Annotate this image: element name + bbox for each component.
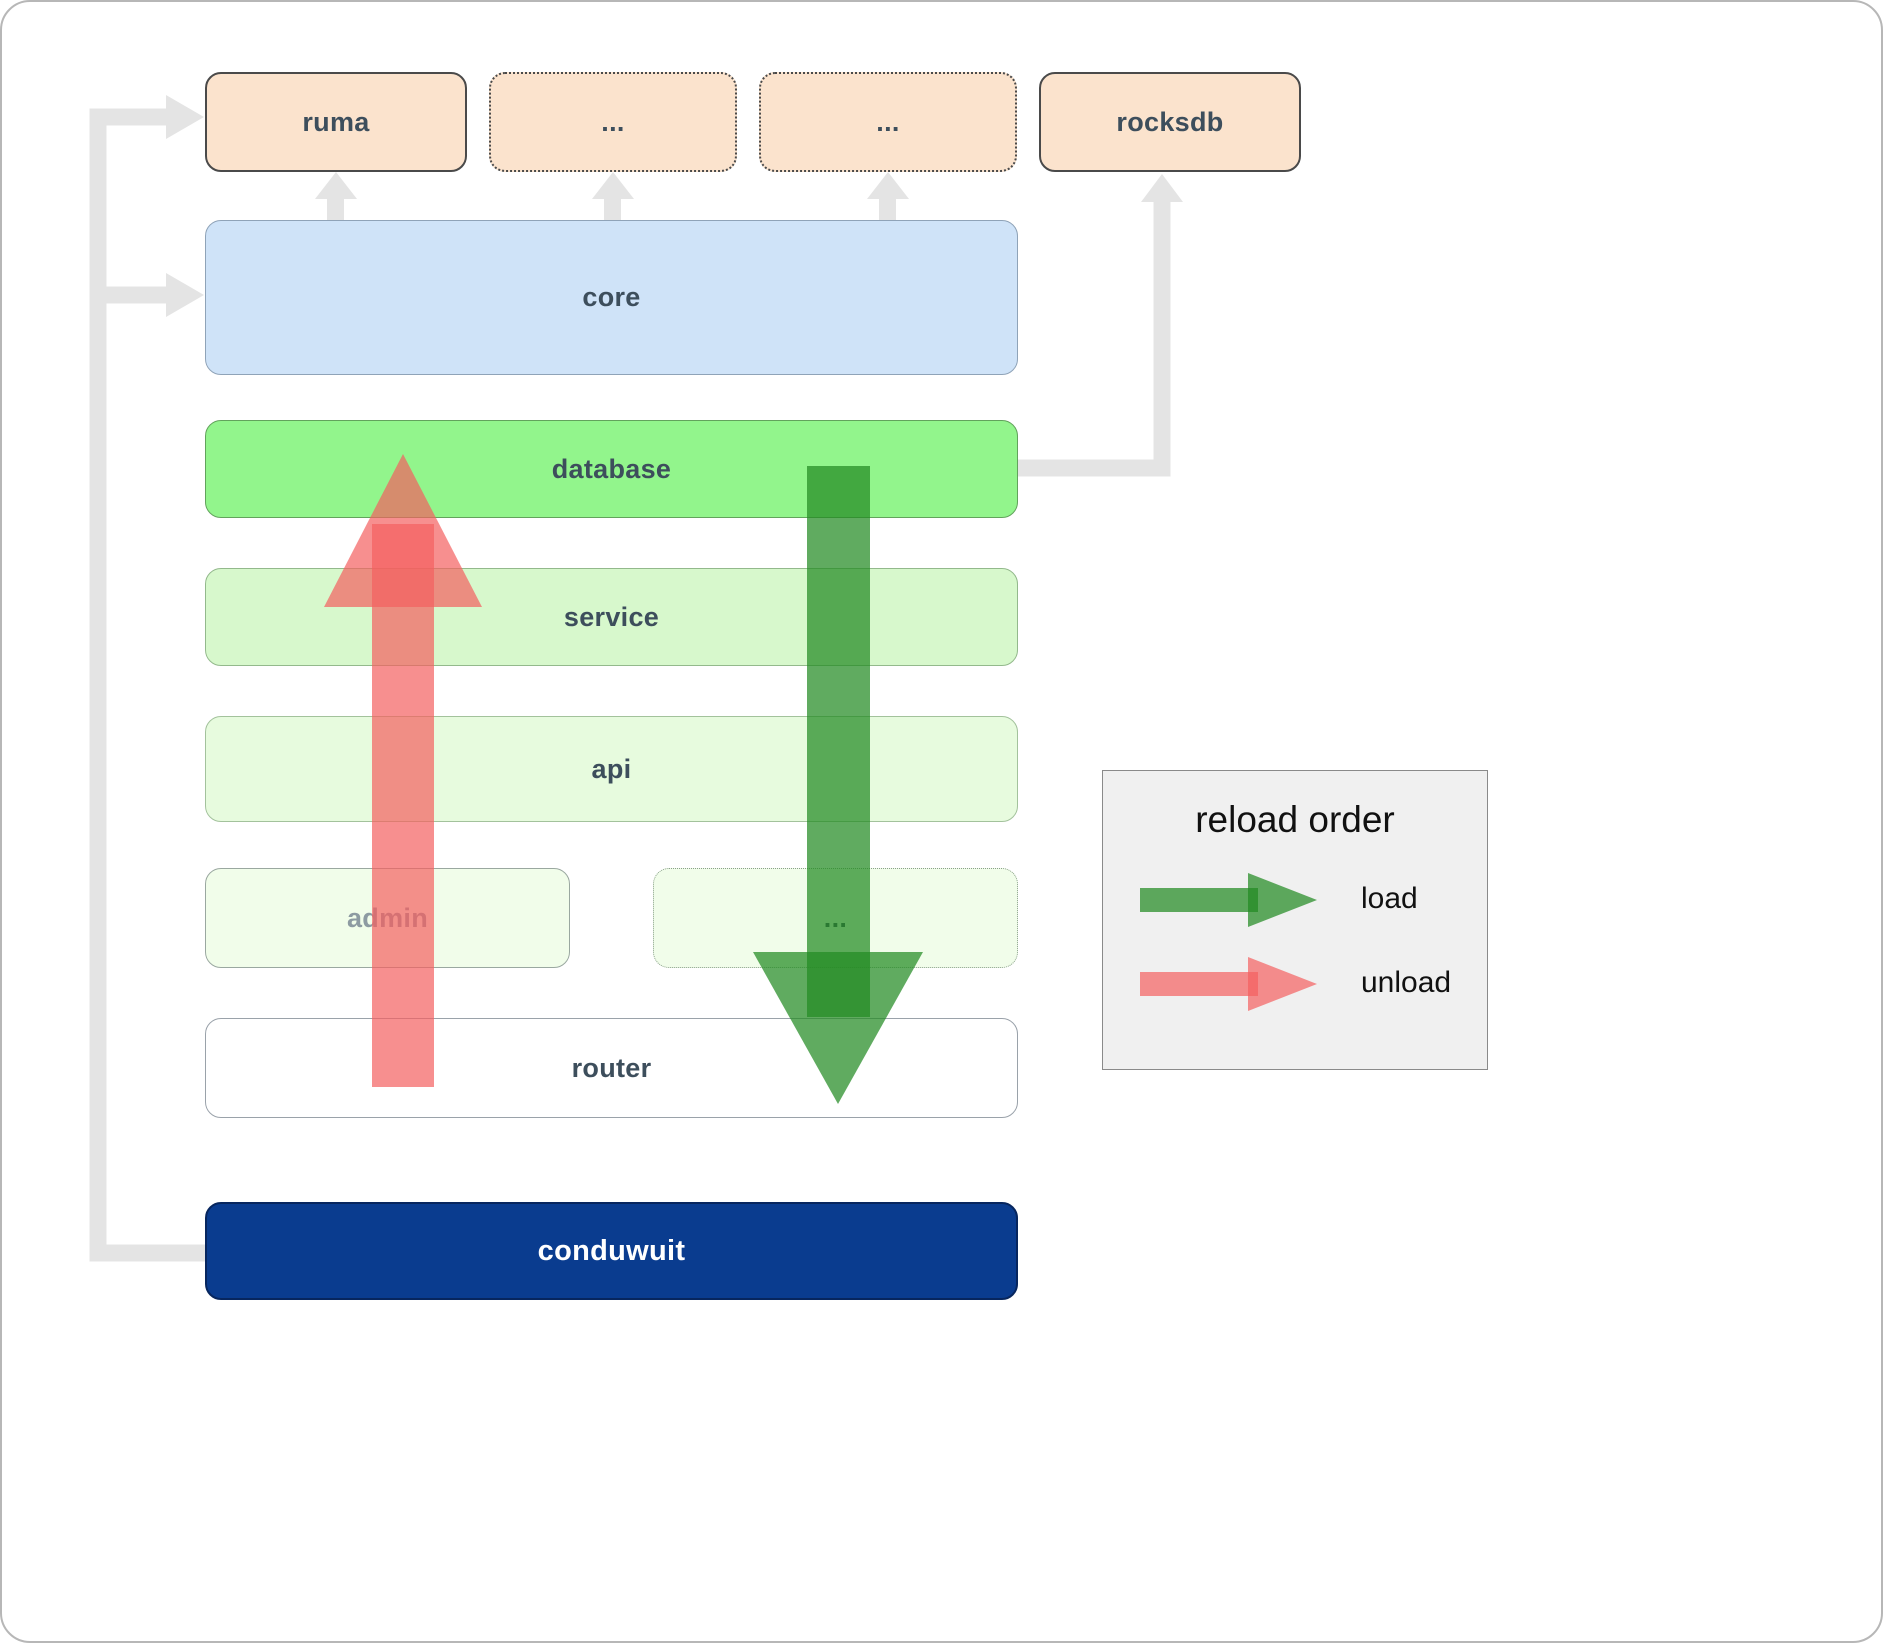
box-admin: admin [205, 868, 570, 968]
box-service-label: service [563, 601, 660, 632]
box-database: database [205, 420, 1018, 518]
box-ellipsis-mid-label: ... [823, 902, 848, 933]
box-router-label: router [571, 1052, 652, 1083]
box-core-label: core [582, 282, 641, 312]
box-ruma: ruma [205, 72, 467, 172]
box-rocksdb-label: rocksdb [1116, 106, 1224, 137]
box-conduwuit: conduwuit [205, 1202, 1018, 1300]
box-ellipsis-top-1-label: ... [601, 106, 625, 137]
box-admin-label: admin [346, 902, 428, 933]
arrowhead-up-dots1 [592, 172, 634, 199]
box-ellipsis-top-2-label: ... [876, 106, 900, 137]
arrowhead-into-rocksdb [1141, 174, 1183, 202]
box-ellipsis-mid: ... [653, 868, 1018, 968]
conduwuit-to-ruma-connector [89, 108, 212, 1262]
unload-arrow-icon [1140, 957, 1317, 1011]
database-to-rocksdb-connector [1012, 200, 1171, 477]
legend-load-row: load [1103, 857, 1487, 941]
box-service: service [205, 568, 1018, 666]
legend-unload-label: unload [1361, 966, 1452, 999]
box-core: core [205, 220, 1018, 375]
load-arrow-icon [1140, 873, 1317, 927]
box-ruma-label: ruma [302, 106, 370, 137]
arrowhead-into-ruma [166, 95, 204, 139]
box-rocksdb: rocksdb [1039, 72, 1301, 172]
box-api-label: api [591, 753, 632, 784]
box-ellipsis-top-2: ... [759, 72, 1017, 172]
legend-unload-row: unload [1103, 941, 1487, 1025]
box-ellipsis-top-1: ... [489, 72, 737, 172]
arrowhead-up-ruma [315, 172, 357, 199]
legend-title: reload order [1195, 799, 1395, 840]
box-database-label: database [551, 453, 672, 484]
legend: reload order load unload [1102, 770, 1488, 1070]
box-conduwuit-label: conduwuit [537, 1234, 686, 1267]
box-router: router [205, 1018, 1018, 1118]
arrowhead-into-core [166, 273, 204, 317]
legend-load-label: load [1361, 882, 1418, 915]
arrowhead-up-dots2 [867, 172, 909, 199]
box-api: api [205, 716, 1018, 822]
